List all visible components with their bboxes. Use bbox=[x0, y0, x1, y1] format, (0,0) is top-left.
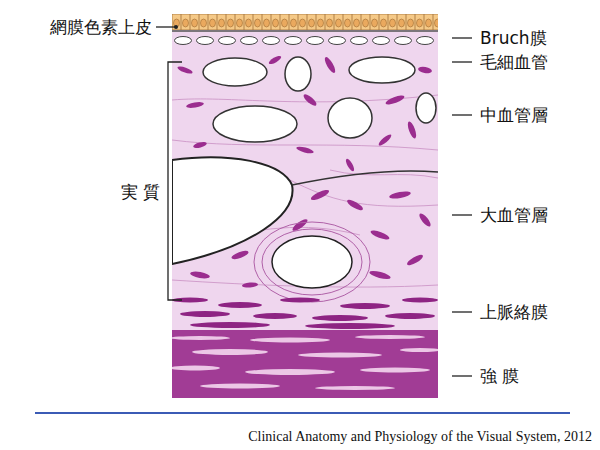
divider-line bbox=[35, 412, 570, 414]
rpe-label: 網膜色素上皮 bbox=[50, 17, 152, 37]
leader-dot bbox=[174, 25, 178, 29]
capillary-label: 毛細血管 bbox=[480, 52, 548, 72]
leader-lines bbox=[156, 27, 472, 376]
tissue bbox=[172, 14, 438, 398]
source-caption: Clinical Anatomy and Physiology of the V… bbox=[248, 429, 592, 445]
bruch-label: Bruch膜 bbox=[480, 28, 547, 48]
medium-vessel-label: 中血管層 bbox=[480, 105, 548, 125]
large-vessel-label: 大血管層 bbox=[480, 205, 548, 225]
stroma-label: 実 質 bbox=[121, 182, 160, 202]
suprachoroid-label: 上脈絡膜 bbox=[480, 302, 548, 322]
sclera-label: 強 膜 bbox=[480, 366, 519, 386]
